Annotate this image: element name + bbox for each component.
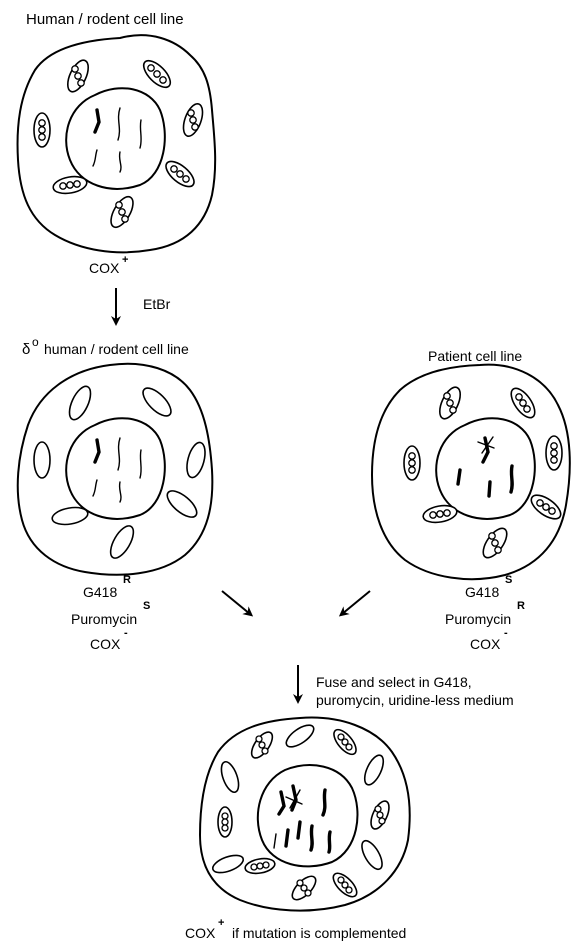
cox-top-sup: + — [122, 255, 128, 266]
mitochondrion — [367, 798, 392, 831]
rho0-sup: o — [32, 336, 39, 348]
rho0-g418-sup: R — [123, 575, 131, 586]
cell-hybrid — [200, 718, 410, 911]
final-cox: COX — [185, 926, 215, 940]
mitochondrion — [404, 446, 420, 480]
final-tail: if mutation is complemented — [232, 926, 406, 940]
mitochondrion — [527, 491, 564, 524]
mitochondrion — [329, 869, 360, 900]
mitochondrion — [244, 857, 276, 876]
mitochondrion — [330, 726, 360, 758]
nucleus — [66, 88, 165, 189]
patient-puro-sup: R — [517, 601, 525, 612]
rho0-label: human / rodent cell line — [44, 342, 189, 356]
title-human-rodent: Human / rodent cell line — [26, 12, 184, 27]
mitochondrion — [64, 57, 93, 95]
patient-g418: G418 — [465, 585, 499, 599]
mitochondrion — [546, 436, 562, 470]
rho0-puro-sup: S — [143, 601, 150, 612]
mitochondrion — [248, 729, 277, 762]
cox-top-label: COX — [89, 261, 119, 275]
mitochondrion — [507, 384, 540, 421]
mitochondrion — [107, 193, 138, 230]
patient-label: Patient cell line — [428, 349, 522, 363]
rho0-puro: Puromycin — [71, 612, 137, 626]
final-cox-sup: + — [218, 918, 224, 929]
patient-puro: Puromycin — [445, 612, 511, 626]
fuse-label-line1: Fuse and select in G418, — [316, 675, 472, 689]
rho0-cox: COX — [90, 637, 120, 651]
arrow-from-rho0 — [222, 591, 250, 614]
mitochondrion — [218, 807, 232, 837]
etbr-label: EtBr — [143, 297, 170, 311]
rho0-symbol: δ — [22, 342, 30, 357]
arrow-from-patient — [342, 591, 370, 614]
mitochondrion — [288, 872, 319, 903]
mitochondrion — [436, 384, 465, 422]
patient-cox: COX — [470, 637, 500, 651]
rho0-g418: G418 — [83, 585, 117, 599]
cell-patient — [372, 365, 570, 579]
cell-rho0 — [18, 364, 213, 575]
mitochondrion — [162, 157, 198, 191]
mitochondrion — [422, 503, 458, 525]
nucleus — [66, 418, 165, 519]
nucleus — [258, 765, 358, 866]
mitochondrion — [139, 56, 174, 91]
mitochondrion — [52, 174, 88, 196]
fuse-label-line2: puromycin, uridine-less medium — [316, 693, 514, 707]
rho0-cox-sup: - — [124, 628, 128, 639]
patient-g418-sup: S — [505, 575, 512, 586]
mitochondrion — [34, 113, 50, 147]
mitochondrion — [479, 524, 512, 561]
cell-human-rodent — [18, 35, 216, 252]
patient-cox-sup: - — [504, 628, 508, 639]
nucleus — [436, 418, 535, 519]
mitochondrion — [180, 101, 207, 138]
